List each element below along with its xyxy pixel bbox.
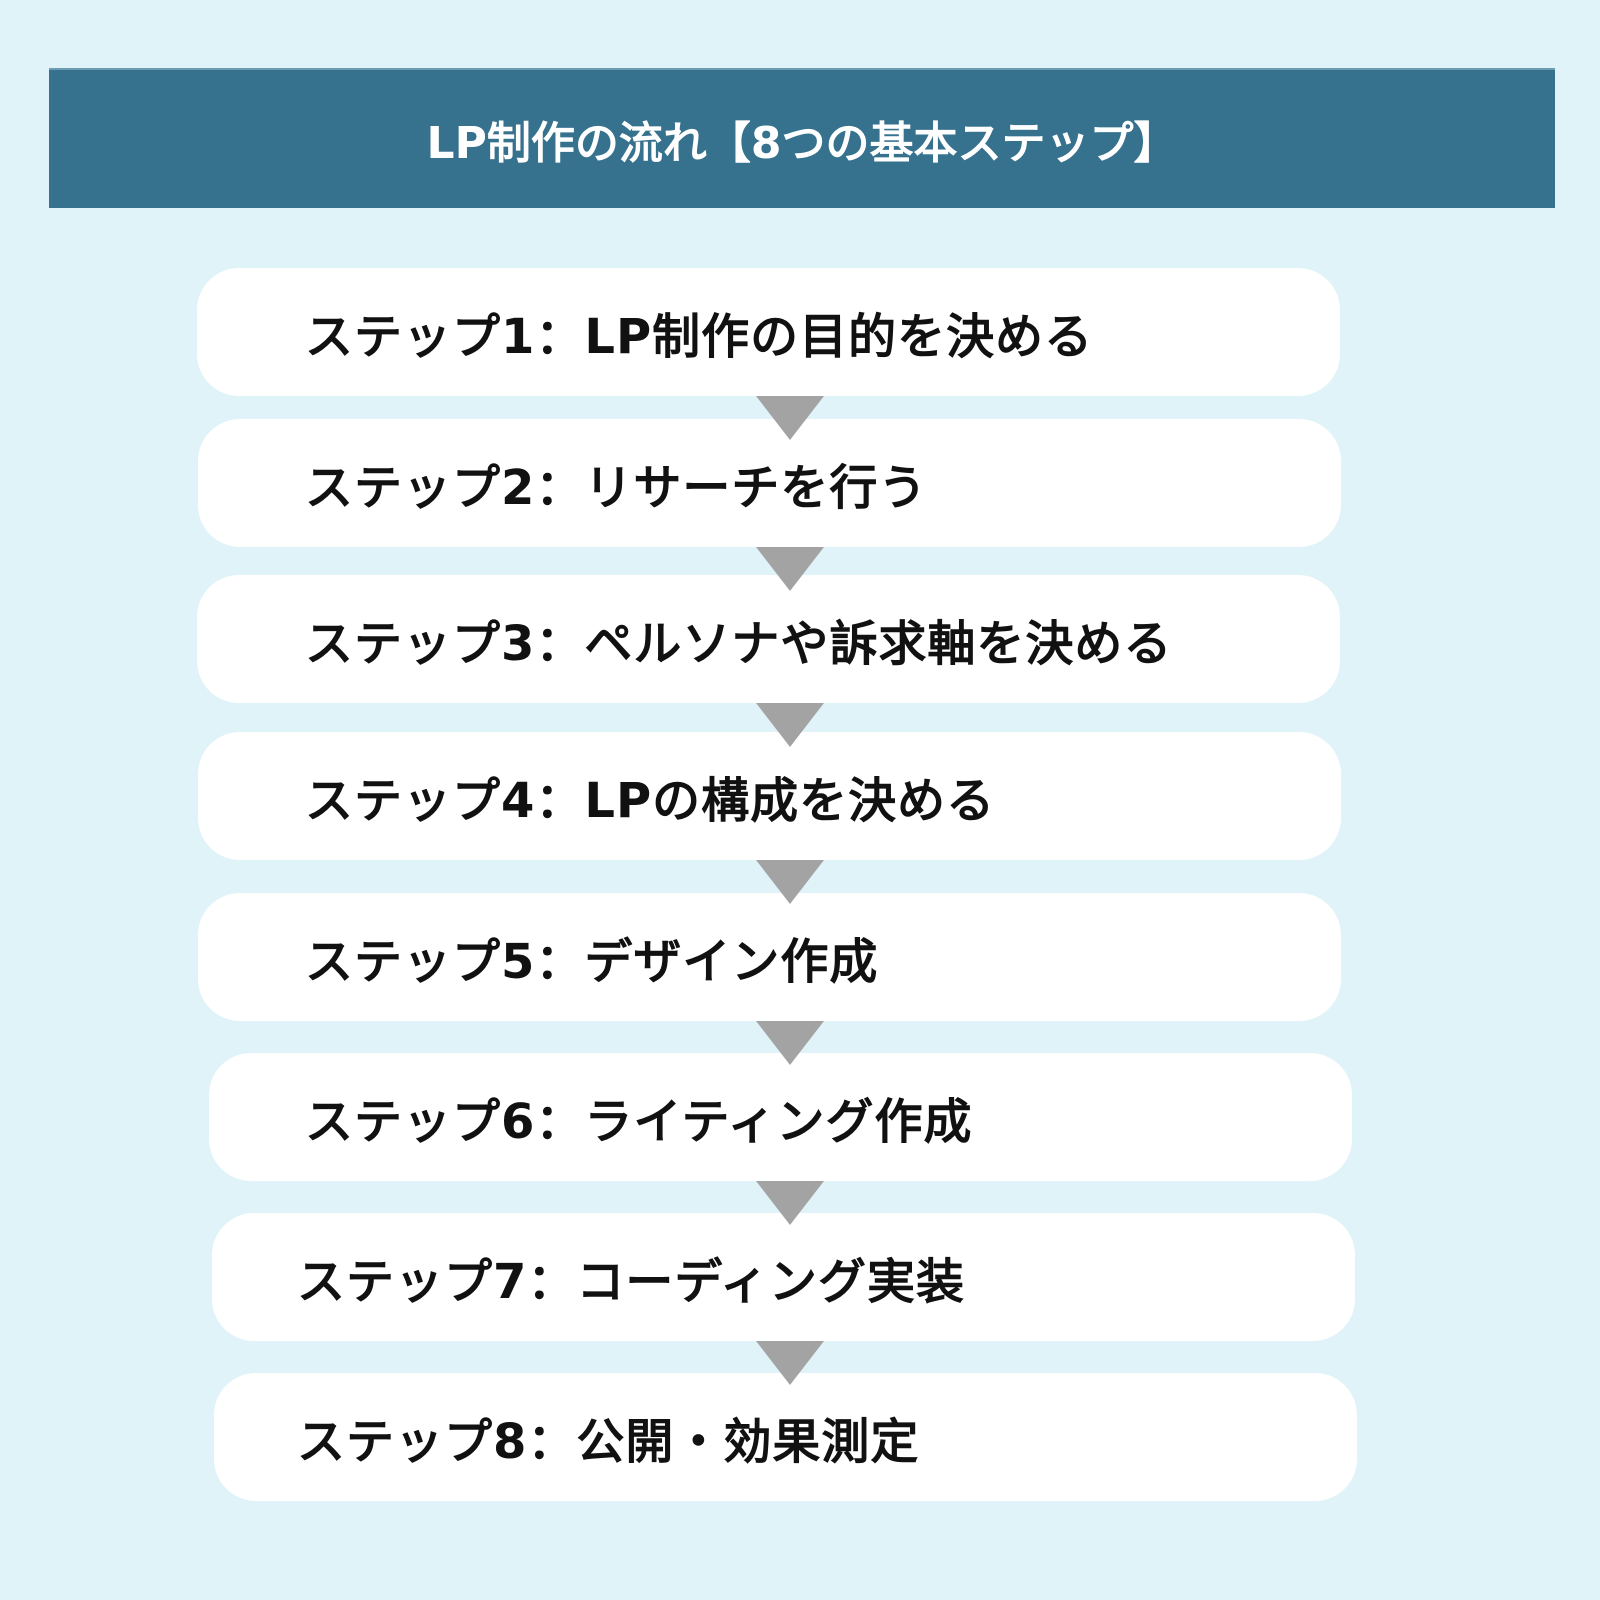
down-arrow-icon [756, 547, 824, 591]
step-label-4: ステップ4：LPの構成を決める [305, 773, 996, 829]
page-header: LP制作の流れ【8つの基本ステップ】 [49, 68, 1555, 208]
step-box-7: ステップ7：コーディング実装 [212, 1213, 1355, 1341]
page-title: LP制作の流れ【8つの基本ステップ】 [426, 118, 1178, 169]
step-label-1: ステップ1：LP制作の目的を決める [305, 309, 1094, 365]
step-box-1: ステップ1：LP制作の目的を決める [197, 268, 1340, 396]
down-arrow-icon [756, 1181, 824, 1225]
down-arrow-icon [756, 396, 824, 440]
down-arrow-icon [756, 860, 824, 904]
step-box-8: ステップ8：公開・効果測定 [214, 1373, 1357, 1501]
step-box-3: ステップ3：ペルソナや訴求軸を決める [197, 575, 1340, 703]
step-box-2: ステップ2：リサーチを行う [198, 419, 1341, 547]
step-label-5: ステップ5：デザイン作成 [305, 934, 879, 990]
step-box-5: ステップ5：デザイン作成 [198, 893, 1341, 1021]
step-label-6: ステップ6：ライティング作成 [305, 1094, 973, 1150]
step-label-7: ステップ7：コーディング実装 [297, 1254, 966, 1310]
step-box-4: ステップ4：LPの構成を決める [198, 732, 1341, 860]
step-label-8: ステップ8：公開・効果測定 [297, 1414, 920, 1470]
step-box-6: ステップ6：ライティング作成 [209, 1053, 1352, 1181]
step-label-3: ステップ3：ペルソナや訴求軸を決める [305, 616, 1173, 672]
step-label-2: ステップ2：リサーチを行う [305, 460, 928, 516]
down-arrow-icon [756, 1021, 824, 1065]
down-arrow-icon [756, 703, 824, 747]
down-arrow-icon [756, 1341, 824, 1385]
